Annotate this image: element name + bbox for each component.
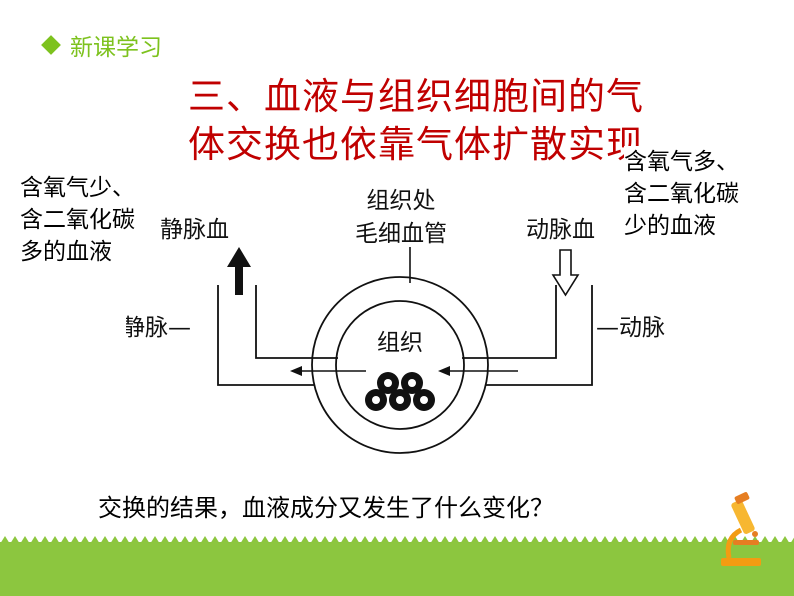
venous-blood-label: 静脉血 <box>160 217 229 243</box>
tissue-cells-icon <box>365 372 435 411</box>
flow-arrow-in-icon <box>438 366 518 376</box>
artery-inner-wall <box>462 285 557 359</box>
outer-capillary-circle <box>311 276 489 454</box>
left-note-line: 多的血液 <box>20 239 112 265</box>
diamond-bullet-icon <box>41 35 61 55</box>
capillary-label-line2: 毛细血管 <box>355 221 447 247</box>
right-note-line: 少的血液 <box>624 213 716 239</box>
diagram-panel: 组织处 毛细血管 静脉血 动脉血 静脉— —动脉 <box>122 175 686 470</box>
section-label: 新课学习 <box>70 35 162 61</box>
grass-footer <box>0 536 794 596</box>
microscope-icon <box>721 492 761 566</box>
up-arrow-icon <box>227 247 251 295</box>
title-line-1: 三、血液与组织细胞间的气 <box>188 75 644 118</box>
left-note-line: 含氧气少、 <box>20 175 135 201</box>
flow-arrow-left-icon <box>290 366 366 376</box>
tissue-label: 组织 <box>377 330 423 356</box>
capillary-label-line1: 组织处 <box>367 188 436 214</box>
down-arrow-icon <box>551 249 580 297</box>
right-note-line: 含二氧化碳 <box>624 181 739 207</box>
vein-outer-wall <box>217 285 315 386</box>
right-note-line: 含氧气多、 <box>624 149 739 175</box>
artery-label: —动脉 <box>596 315 665 341</box>
arterial-blood-label: 动脉血 <box>526 217 595 243</box>
left-note: 含氧气少、 含二氧化碳 多的血液 <box>20 172 135 268</box>
section-tag: 新课学习 <box>41 28 162 62</box>
question-text: 交换的结果，血液成分又发生了什么变化？ <box>98 494 554 522</box>
artery-outer-wall <box>486 285 593 386</box>
title-line-2: 体交换也依靠气体扩散实现 <box>188 123 644 166</box>
vein-label: 静脉— <box>126 315 191 341</box>
vein-inner-wall <box>255 285 258 359</box>
gas-exchange-diagram: 组织处 毛细血管 静脉血 动脉血 静脉— —动脉 <box>122 175 686 470</box>
right-note: 含氧气多、 含二氧化碳 少的血液 <box>624 146 739 242</box>
left-note-line: 含二氧化碳 <box>20 207 135 233</box>
